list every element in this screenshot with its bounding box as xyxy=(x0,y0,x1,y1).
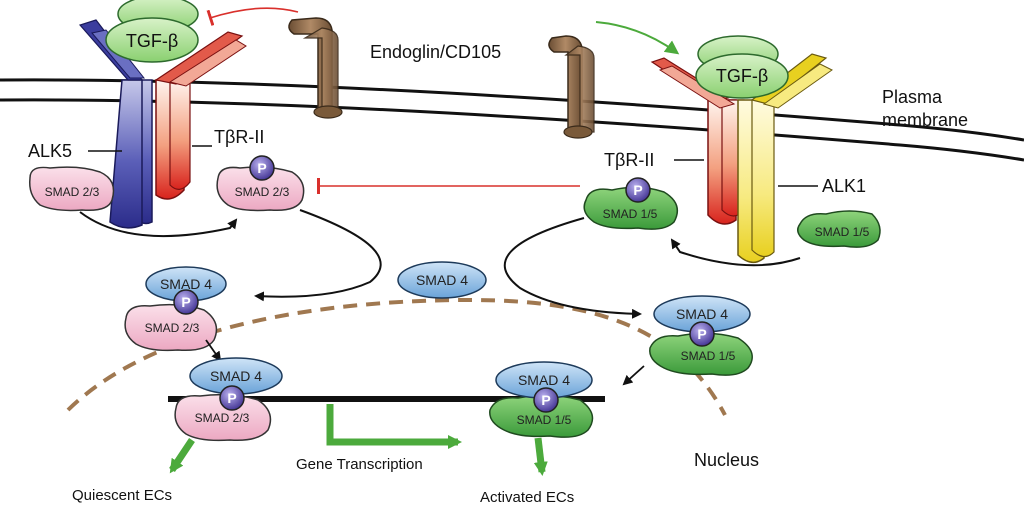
nuclear-right-smad15-label: SMAD 1/5 xyxy=(517,413,572,427)
arrow-left-complex-to-nucleus xyxy=(205,339,222,362)
nuclear-right-smad4-label: SMAD 4 xyxy=(518,372,570,388)
activated-label: Activated ECs xyxy=(480,489,574,506)
complex-left-smad4-label: SMAD 4 xyxy=(160,276,212,292)
endoglin-right xyxy=(548,35,595,139)
smad15-phosphorylated-label: SMAD 1/5 xyxy=(603,207,658,221)
tbr2-receptor-right xyxy=(650,57,745,225)
nuclear-left-smad4-label: SMAD 4 xyxy=(210,368,262,384)
phosphorylation-loop-right xyxy=(670,238,801,267)
phospho-label-3: P xyxy=(181,294,190,310)
arrow-smad23-to-complex xyxy=(254,209,382,302)
smad23-phosphorylated xyxy=(216,155,305,212)
smad4-free-label: SMAD 4 xyxy=(416,272,468,288)
tbr2-receptor-left xyxy=(154,31,247,200)
complex-left-smad23-label: SMAD 2/3 xyxy=(145,321,200,335)
phospho-label-6: P xyxy=(541,392,550,408)
plasma-membrane-label-1: Plasma xyxy=(882,87,943,107)
smad15-phosphorylated xyxy=(583,177,679,230)
plasma-membrane xyxy=(0,78,1024,162)
complex-smad4-smad23-nucleus xyxy=(174,357,283,442)
endoglin-inhibition-arrow xyxy=(206,7,299,26)
phosphorylation-loop-left xyxy=(79,211,238,238)
activated-arrow xyxy=(533,437,548,476)
smad23-inactive xyxy=(28,166,115,212)
tgf-beta-ligand-left xyxy=(105,0,199,63)
complex-smad4-smad23-cytoplasm xyxy=(124,266,227,352)
arrow-smad15-to-complex xyxy=(503,217,642,319)
phospho-label-4: P xyxy=(697,326,706,342)
phospho-label-1: P xyxy=(257,160,266,176)
endoglin-left xyxy=(288,17,343,119)
smad15-inactive-label: SMAD 1/5 xyxy=(815,225,870,239)
alk5-receptor xyxy=(78,19,153,229)
tbr2-label-right: TβR-II xyxy=(604,150,654,170)
endoglin-label: Endoglin/CD105 xyxy=(370,42,501,62)
complex-right-smad15-label: SMAD 1/5 xyxy=(681,349,736,363)
complex-smad4-smad15-nucleus xyxy=(489,361,594,438)
smad23-inactive-label: SMAD 2/3 xyxy=(45,185,100,199)
smad4-free xyxy=(397,261,487,299)
tgf-beta-label-left: TGF-β xyxy=(126,31,178,51)
gene-transcription-arrow xyxy=(326,404,462,449)
nuclear-left-smad23-label: SMAD 2/3 xyxy=(195,411,250,425)
alk5-label: ALK5 xyxy=(28,141,72,161)
complex-smad4-smad15-cytoplasm xyxy=(649,295,753,376)
plasma-membrane-label-2: membrane xyxy=(882,110,968,130)
complex-right-smad4-label: SMAD 4 xyxy=(676,306,728,322)
smad15-inactive xyxy=(797,210,881,248)
endoglin-activation-arrow xyxy=(595,21,680,55)
alk1-label: ALK1 xyxy=(822,176,866,196)
gene-transcription-label: Gene Transcription xyxy=(296,456,423,473)
nucleus-label: Nucleus xyxy=(694,450,759,470)
quiescent-arrow xyxy=(169,438,195,474)
phospho-label-2: P xyxy=(633,182,642,198)
quiescent-label: Quiescent ECs xyxy=(72,487,172,504)
tbr2-label-left: TβR-II xyxy=(214,127,264,147)
smad23-phosphorylated-label: SMAD 2/3 xyxy=(235,185,290,199)
tgf-beta-label-right: TGF-β xyxy=(716,66,768,86)
arrow-right-complex-to-nucleus xyxy=(622,365,645,386)
phospho-label-5: P xyxy=(227,390,236,406)
tgf-beta-ligand-right xyxy=(695,35,789,99)
